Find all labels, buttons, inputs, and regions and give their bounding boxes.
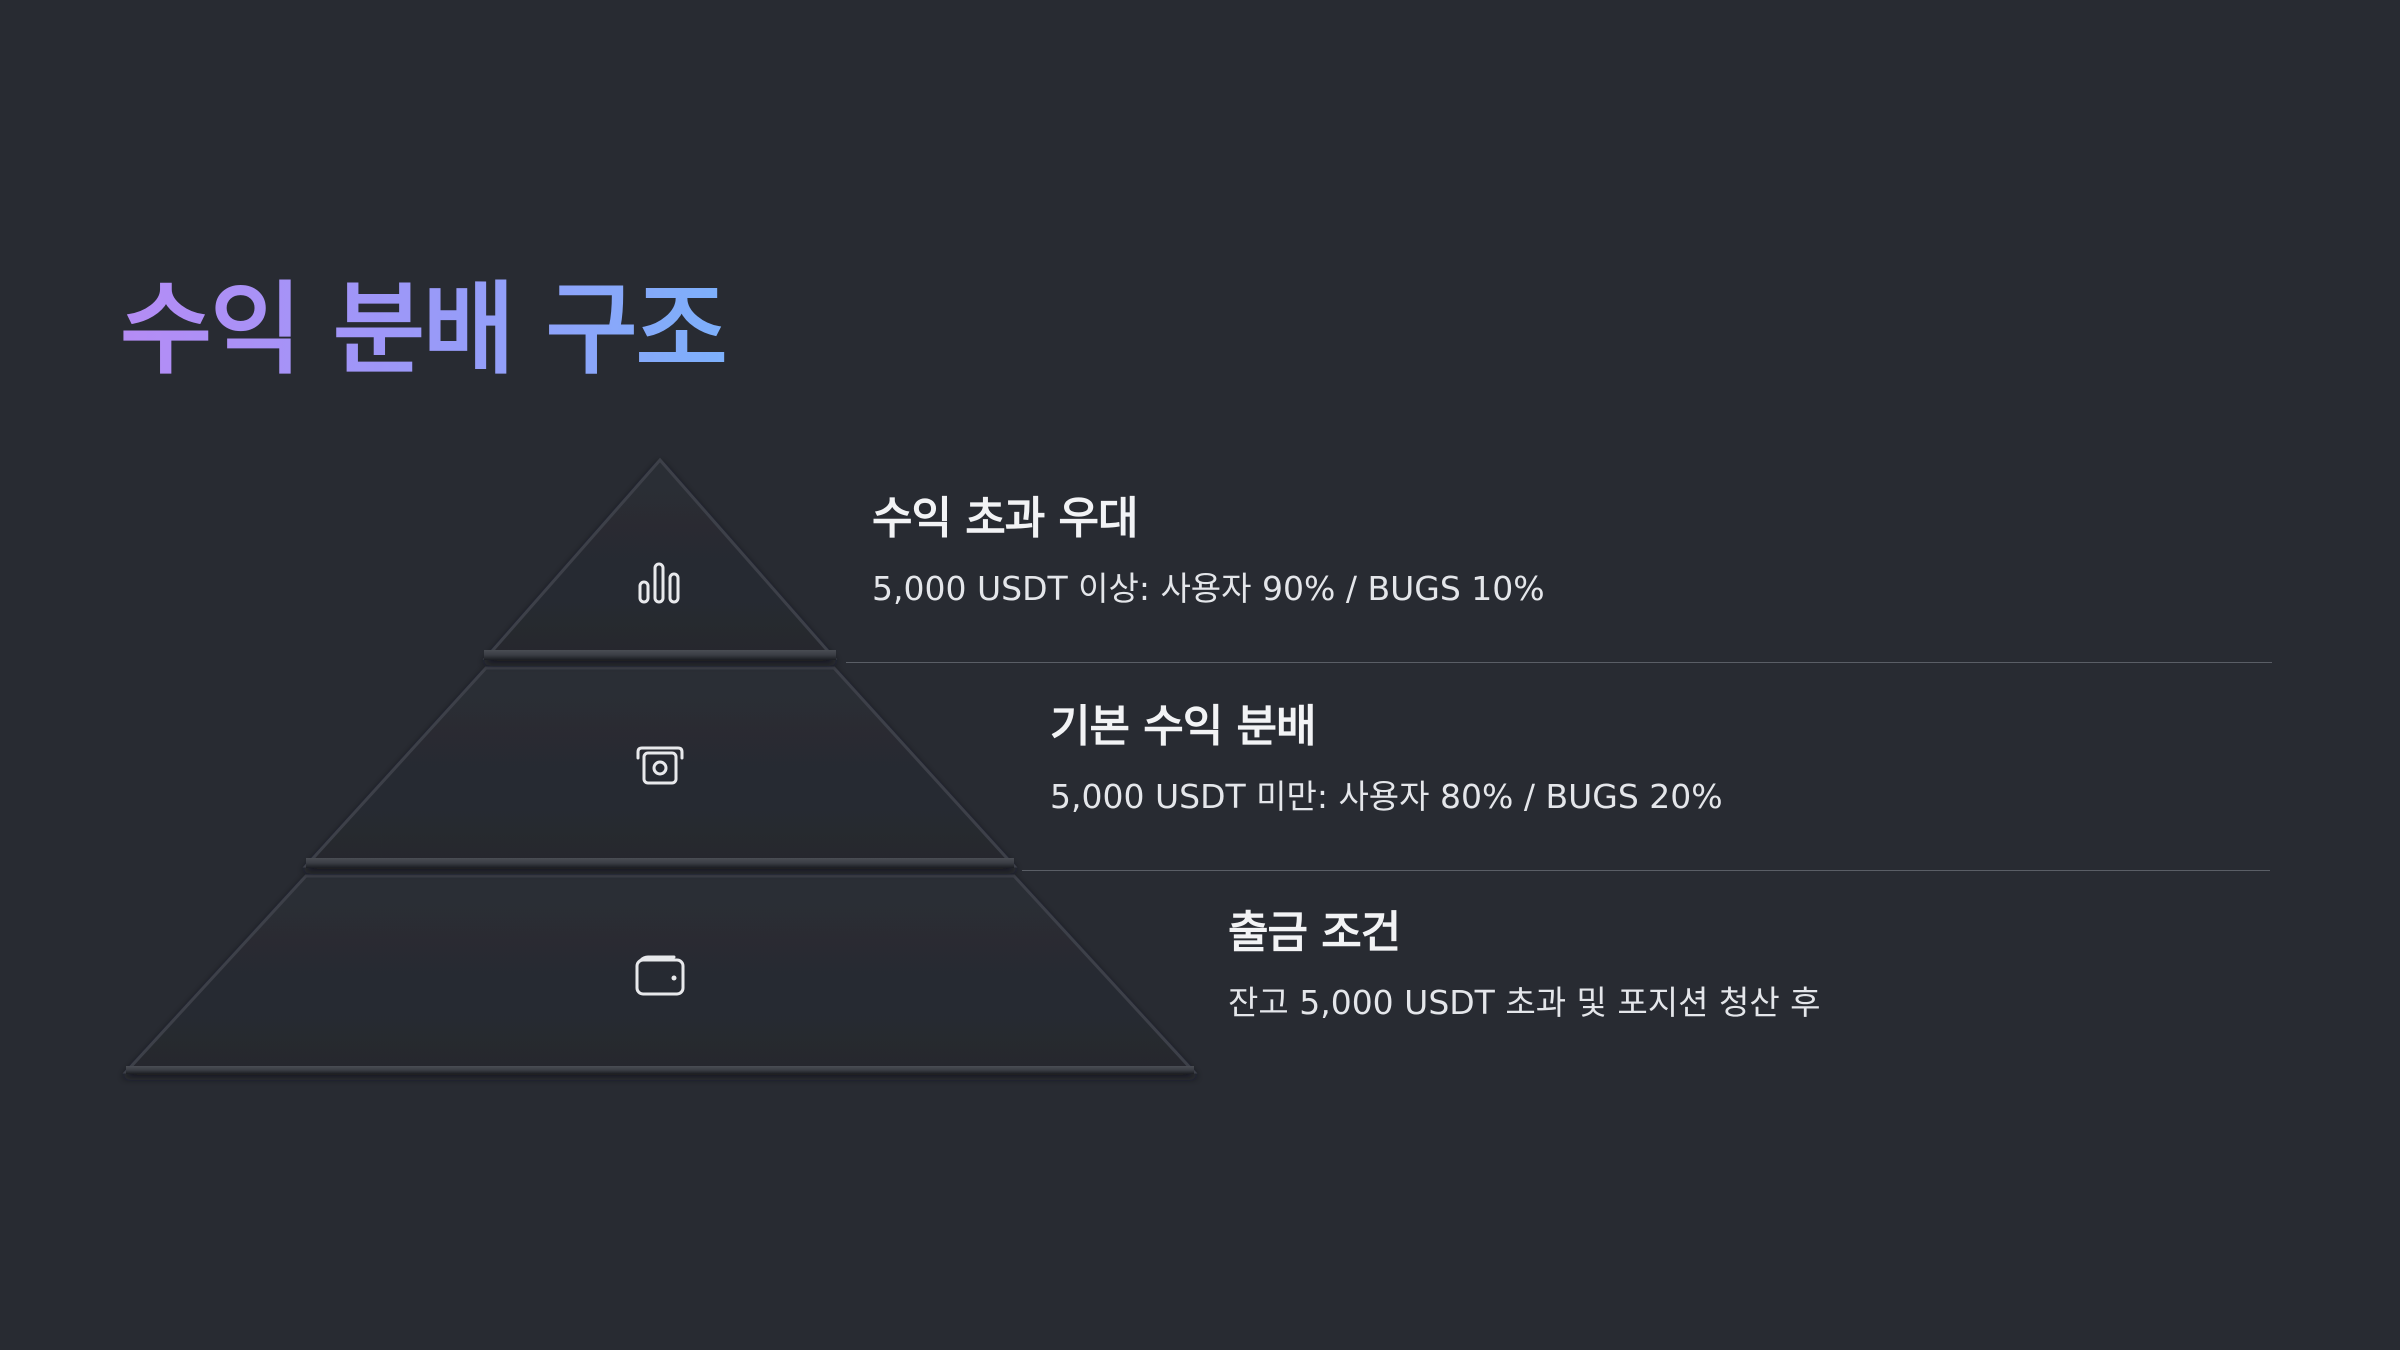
cash-icon — [636, 746, 684, 785]
tier-1-heading: 수익 초과 우대 — [872, 493, 1139, 544]
tier-2-heading: 기본 수익 분배 — [1050, 701, 1317, 752]
page-title: 수익 분배 구조 — [120, 271, 728, 388]
tier-1-description: 5,000 USDT 이상: 사용자 90% / BUGS 10% — [872, 569, 1545, 608]
tier-row-1: 수익 초과 우대 5,000 USDT 이상: 사용자 90% / BUGS 1… — [872, 492, 1545, 610]
pyramid-ledge-middle — [306, 858, 1014, 868]
tier-3-description: 잔고 5,000 USDT 초과 및 포지션 청산 후 — [1228, 983, 1821, 1022]
pyramid-ledge-bottom — [126, 1066, 1194, 1074]
bar-chart-icon — [638, 562, 680, 604]
tier-3-heading: 출금 조건 — [1228, 907, 1401, 958]
pyramid-ledge-top — [484, 650, 836, 660]
divider-1 — [846, 662, 2272, 663]
tier-2-description: 5,000 USDT 미만: 사용자 80% / BUGS 20% — [1050, 777, 1723, 816]
pyramid-tier-top — [482, 457, 838, 660]
wallet-icon — [635, 955, 685, 996]
tier-row-2: 기본 수익 분배 5,000 USDT 미만: 사용자 80% / BUGS 2… — [1050, 700, 1723, 818]
tier-row-3: 출금 조건 잔고 5,000 USDT 초과 및 포지션 청산 후 — [1228, 906, 1821, 1024]
divider-2 — [1022, 870, 2270, 871]
